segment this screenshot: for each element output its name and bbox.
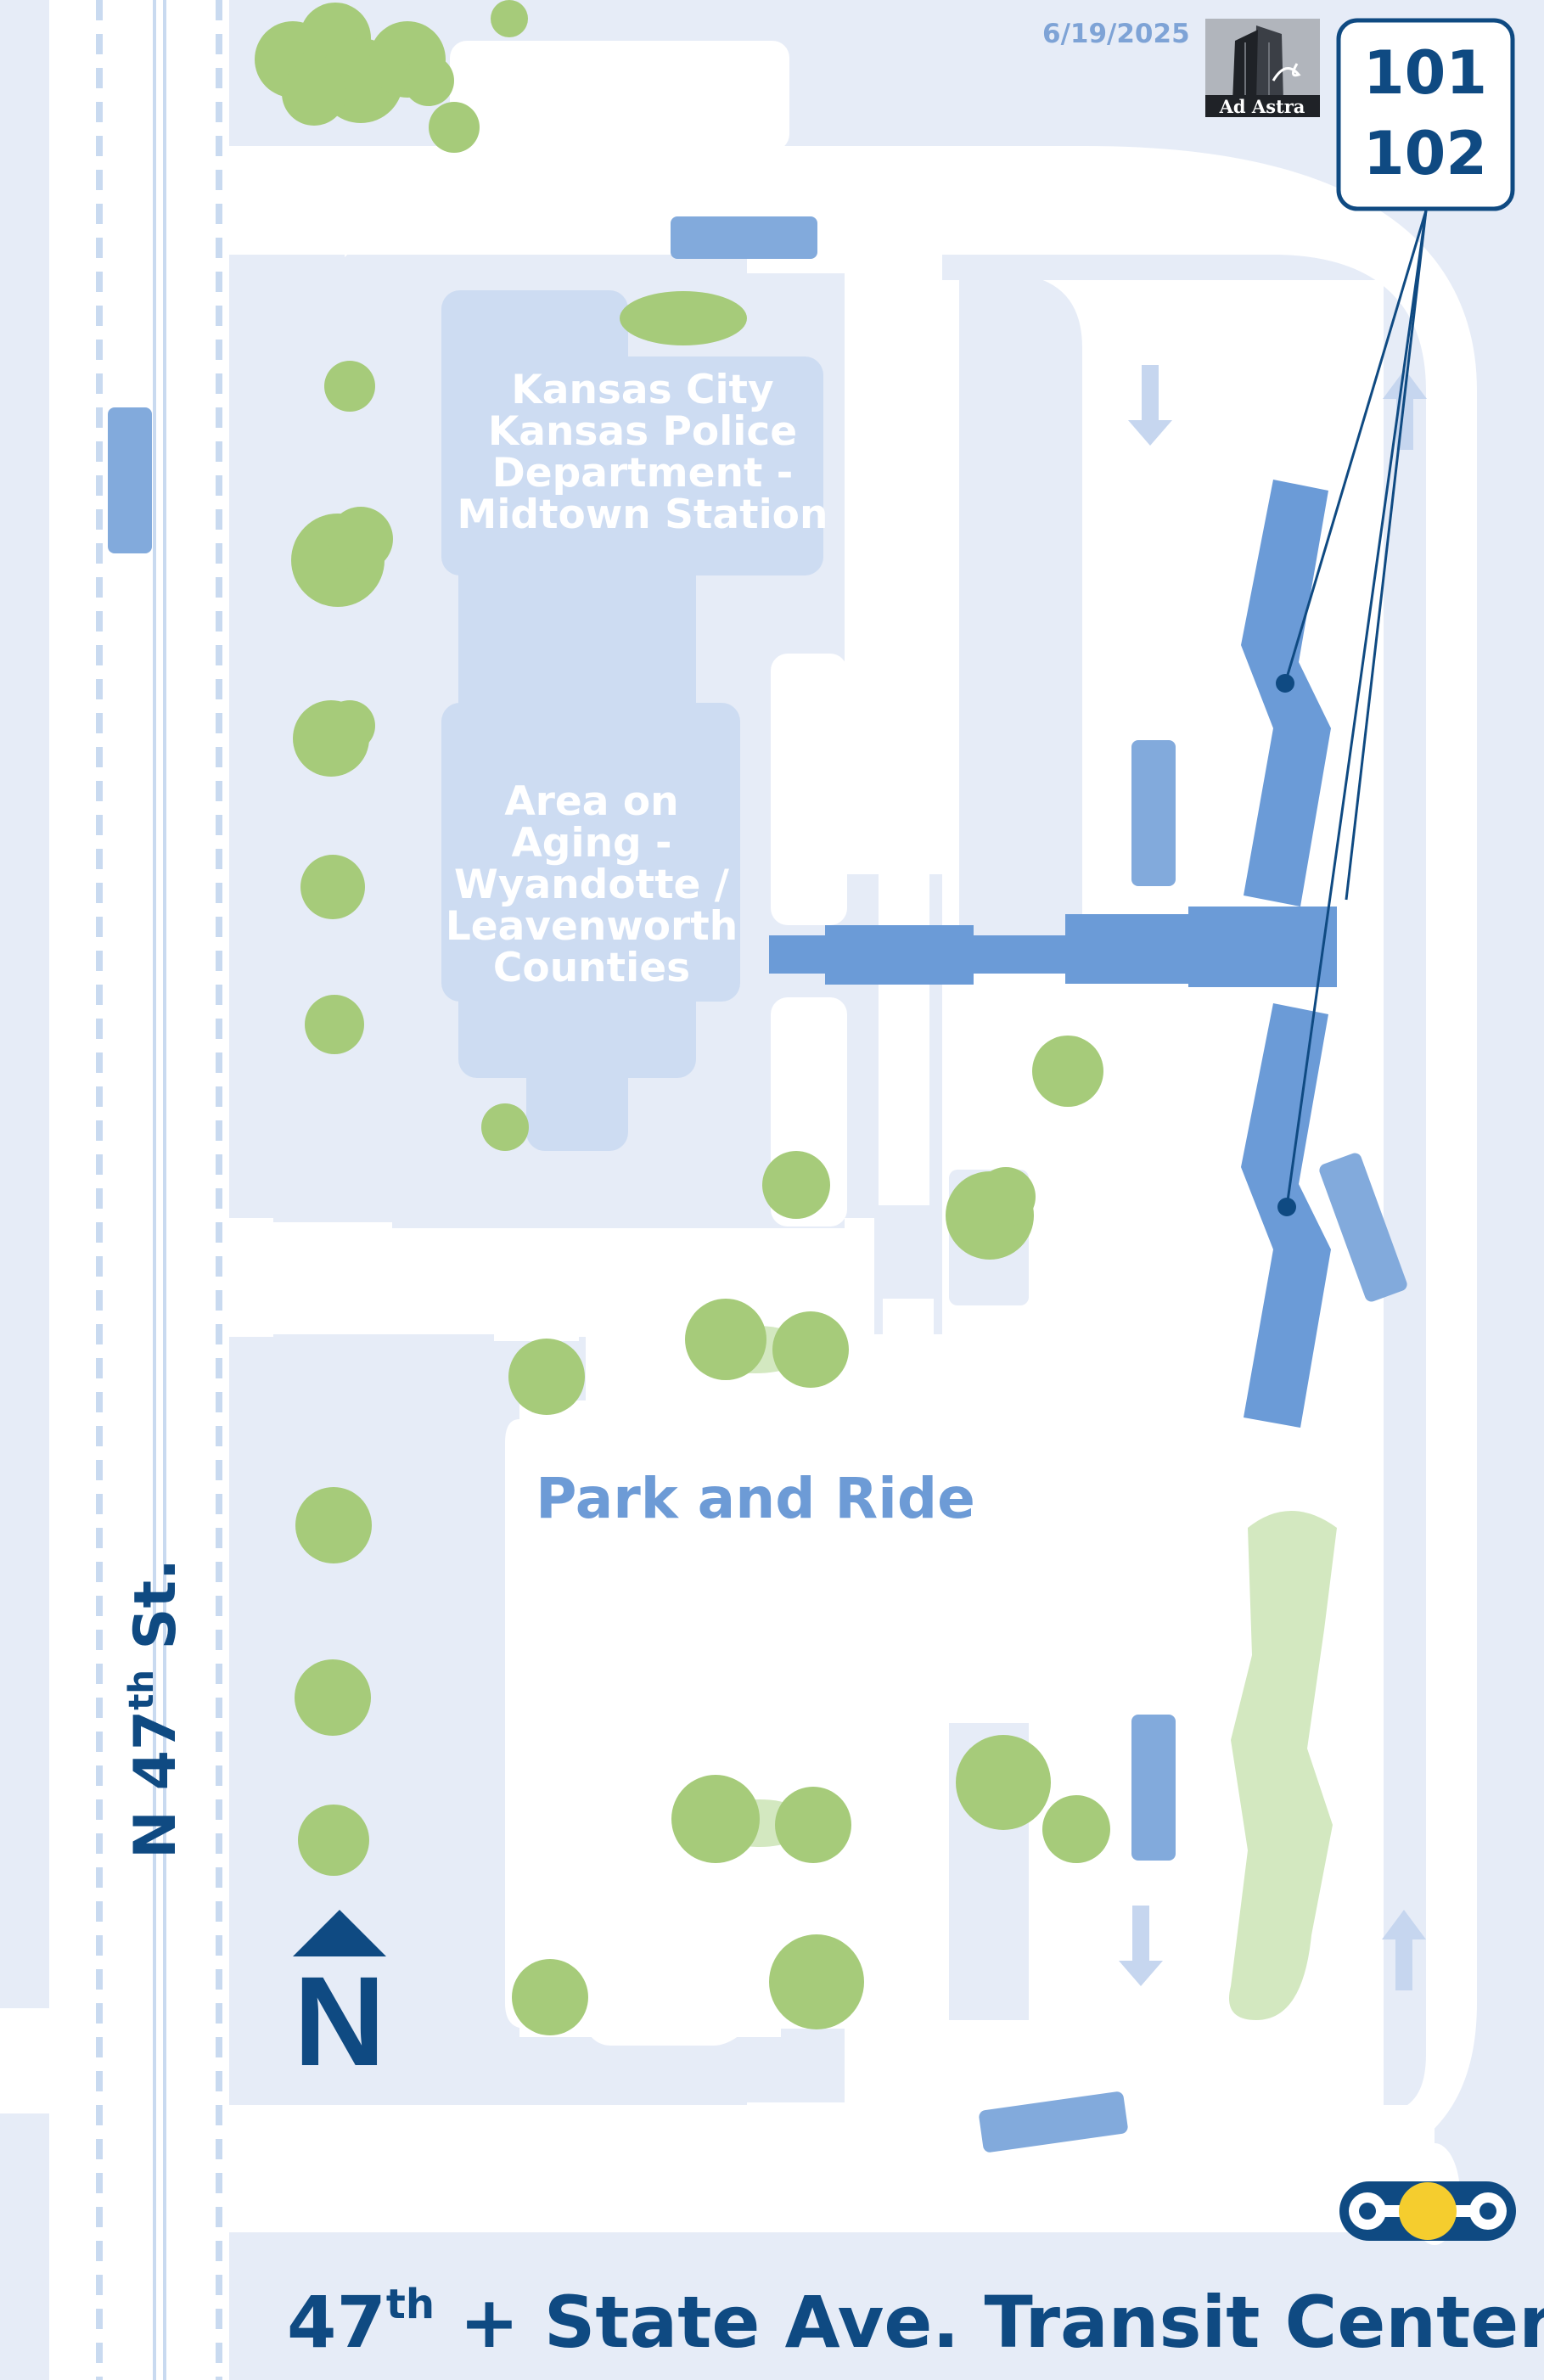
tree [1032,1036,1103,1107]
arrow-down-lower [1119,1906,1163,1986]
bus-stop-bays [108,216,1407,2153]
tree [293,700,375,777]
tree [291,507,393,607]
stop-marker-north[interactable] [1276,674,1294,693]
tree [481,1103,529,1151]
street-label: N 47th St. [122,1558,189,1859]
tree [324,361,375,412]
police-label-line-1: Kansas City [511,367,773,413]
tree [956,1735,1110,1863]
title-suffix: + State Ave. Transit Center [435,2281,1544,2364]
arrow-left-bottom [287,2122,372,2156]
trees [255,0,1110,2035]
police-station-label: Kansas City Kansas Police Department - M… [458,367,828,538]
tree-row-top [620,291,747,345]
aging-label-line-5: Counties [493,945,690,991]
arrow-left-mid [278,1241,346,1275]
arrow-up-lower [1382,1910,1426,1990]
police-label-line-3: Department - [492,450,794,497]
route-badge[interactable]: 101 102 [1336,18,1515,211]
map-date: 6/19/2025 [1042,19,1190,49]
street-label-sup: th [122,1670,161,1710]
tree [295,1659,371,1736]
title-sup: th [386,2281,435,2328]
green-median [1229,1511,1337,2020]
walkway [769,907,1337,987]
aging-label-line-2: Aging - [511,820,671,867]
street-label-prefix: N 47 [122,1710,189,1859]
tree-pair-low [671,1775,851,1863]
ad-astra-logo: Ad Astra [1205,19,1320,117]
route-101: 101 [1363,38,1487,108]
north-arrow: N [293,1910,386,2092]
building-area-on-aging [441,696,740,1151]
tree [946,1167,1036,1260]
tree [295,1487,372,1563]
area-on-aging-label: Area on Aging - Wyandotte / Leavenworth … [446,778,738,991]
title-prefix: 47 [287,2281,386,2364]
street-label-suffix: St. [122,1558,189,1670]
transit-logo [1339,2143,1516,2245]
tree [508,1339,585,1415]
tree [298,1805,369,1876]
tree-pair-mid [685,1299,849,1388]
lane-arrows [1119,365,1427,1990]
stop-marker-south[interactable] [1277,1198,1296,1216]
aging-label-line-1: Area on [504,778,678,825]
arrow-right-top [278,223,363,257]
tree [300,855,365,919]
arrow-up-upper [1383,369,1427,450]
park-and-ride-lot [505,1419,997,2046]
logo-text: Ad Astra [1219,96,1305,117]
arrow-right-bottom [287,2181,372,2215]
building-police-station [441,290,823,713]
north-arrow-triangle [293,1910,386,1956]
aging-label-line-4: Leavenworth [446,903,738,950]
park-and-ride-label: Park and Ride [536,1466,975,1531]
north-letter: N [294,1950,385,2092]
tree [769,1934,864,2029]
street-n-47th [0,0,229,2380]
tree [512,1959,588,2035]
arrow-down-upper [1128,365,1172,446]
tree-cluster-top-left [255,0,528,153]
tree [305,995,364,1054]
route-callout-lines [1283,210,1428,1208]
arrow-right-mid [278,1290,346,1324]
direction-arrows [278,163,372,2215]
arrow-left-top [278,163,363,197]
police-label-line-4: Midtown Station [458,491,828,538]
police-label-line-2: Kansas Police [488,408,797,455]
route-102: 102 [1363,119,1487,188]
page-title: 47th + State Ave. Transit Center [287,2281,1544,2364]
tree [762,1151,830,1219]
aging-label-line-3: Wyandotte / [454,862,730,908]
